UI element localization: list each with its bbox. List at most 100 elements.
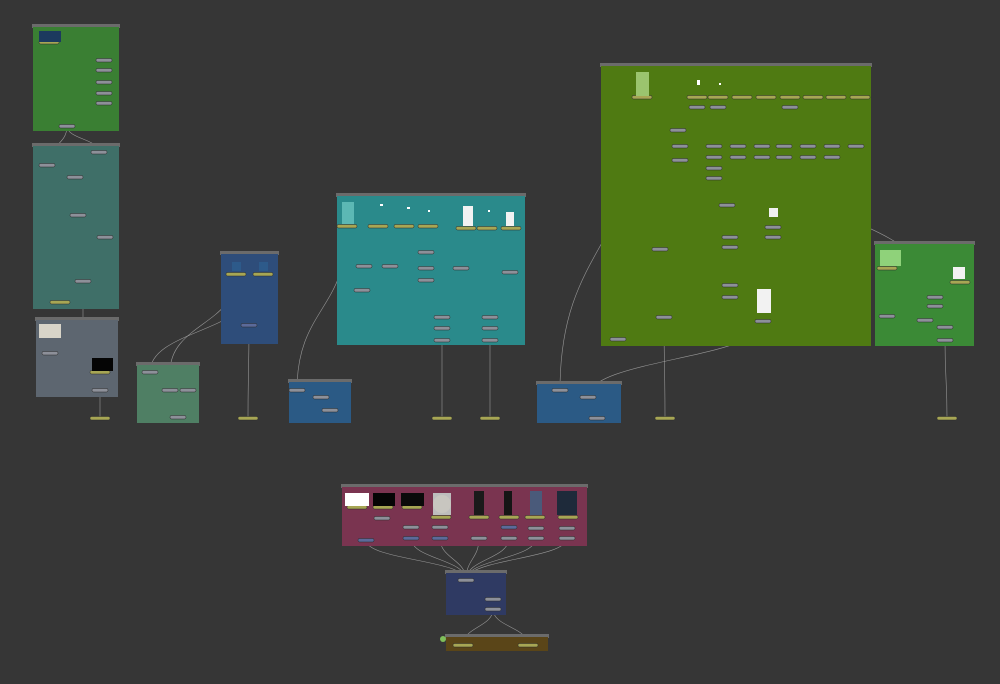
node[interactable] — [38, 163, 56, 168]
group-title-bar[interactable] — [288, 379, 352, 383]
group-title-bar[interactable] — [445, 634, 549, 638]
node[interactable] — [651, 247, 669, 252]
group-title-bar[interactable] — [220, 251, 279, 255]
backdrop-group[interactable] — [32, 24, 120, 131]
node[interactable] — [457, 578, 475, 583]
node[interactable] — [90, 150, 108, 155]
node[interactable] — [729, 144, 747, 149]
read-node[interactable] — [372, 505, 394, 510]
node[interactable] — [823, 144, 841, 149]
node[interactable] — [705, 144, 723, 149]
group-title-bar[interactable] — [445, 570, 507, 574]
group-title-bar[interactable] — [336, 193, 526, 197]
node[interactable] — [58, 124, 76, 129]
backdrop-group[interactable] — [288, 379, 352, 423]
read-node[interactable] — [89, 416, 111, 421]
read-node[interactable] — [707, 95, 729, 100]
node[interactable] — [41, 351, 59, 356]
node[interactable] — [179, 388, 197, 393]
node[interactable] — [95, 68, 113, 73]
node[interactable] — [558, 536, 576, 541]
read-node[interactable] — [252, 272, 274, 277]
read-node[interactable] — [393, 224, 415, 229]
node[interactable] — [799, 155, 817, 160]
node[interactable] — [705, 176, 723, 181]
node[interactable] — [775, 144, 793, 149]
backdrop-group[interactable] — [136, 362, 200, 423]
read-node[interactable] — [49, 300, 71, 305]
read-node[interactable] — [936, 416, 958, 421]
backdrop-group[interactable] — [445, 634, 549, 651]
node[interactable] — [775, 155, 793, 160]
group-title-bar[interactable] — [341, 484, 588, 488]
read-node[interactable] — [367, 224, 389, 229]
group-title-bar[interactable] — [874, 241, 975, 245]
node[interactable] — [402, 536, 420, 541]
read-node[interactable] — [89, 370, 111, 375]
read-node[interactable] — [476, 226, 498, 231]
node[interactable] — [312, 395, 330, 400]
node[interactable] — [823, 155, 841, 160]
read-node[interactable] — [654, 416, 676, 421]
node[interactable] — [141, 370, 159, 375]
node[interactable] — [95, 101, 113, 106]
node[interactable] — [799, 144, 817, 149]
node[interactable] — [433, 315, 451, 320]
read-node[interactable] — [779, 95, 801, 100]
node[interactable] — [671, 144, 689, 149]
node[interactable] — [240, 323, 258, 328]
read-node[interactable] — [452, 643, 474, 648]
node[interactable] — [926, 304, 944, 309]
node[interactable] — [69, 213, 87, 218]
node[interactable] — [781, 105, 799, 110]
node[interactable] — [527, 536, 545, 541]
read-node[interactable] — [346, 505, 368, 510]
node[interactable] — [481, 315, 499, 320]
group-title-bar[interactable] — [32, 24, 120, 28]
node[interactable] — [551, 388, 569, 393]
node[interactable] — [936, 325, 954, 330]
read-node[interactable] — [755, 95, 777, 100]
node[interactable] — [705, 155, 723, 160]
node[interactable] — [321, 408, 339, 413]
node[interactable] — [95, 91, 113, 96]
node[interactable] — [721, 245, 739, 250]
backdrop-group[interactable] — [536, 381, 622, 423]
node[interactable] — [558, 526, 576, 531]
node[interactable] — [926, 295, 944, 300]
node[interactable] — [688, 105, 706, 110]
node[interactable] — [878, 314, 896, 319]
group-title-bar[interactable] — [136, 362, 200, 366]
node[interactable] — [433, 338, 451, 343]
node[interactable] — [161, 388, 179, 393]
read-node[interactable] — [949, 280, 971, 285]
node[interactable] — [96, 235, 114, 240]
node[interactable] — [669, 128, 687, 133]
node[interactable] — [501, 270, 519, 275]
node[interactable] — [764, 235, 782, 240]
read-node[interactable] — [431, 416, 453, 421]
backdrop-group[interactable] — [32, 143, 120, 309]
node[interactable] — [481, 338, 499, 343]
node[interactable] — [753, 155, 771, 160]
backdrop-group[interactable] — [600, 63, 872, 346]
node[interactable] — [847, 144, 865, 149]
node[interactable] — [417, 266, 435, 271]
node[interactable] — [481, 326, 499, 331]
node[interactable] — [452, 266, 470, 271]
group-title-bar[interactable] — [600, 63, 872, 67]
read-node[interactable] — [498, 515, 520, 520]
node[interactable] — [433, 326, 451, 331]
read-node[interactable] — [468, 515, 490, 520]
node[interactable] — [655, 315, 673, 320]
read-node[interactable] — [876, 266, 898, 271]
read-node[interactable] — [417, 224, 439, 229]
backdrop-group[interactable] — [220, 251, 279, 344]
node[interactable] — [500, 525, 518, 530]
read-node[interactable] — [557, 515, 579, 520]
read-node[interactable] — [631, 95, 653, 100]
node[interactable] — [288, 388, 306, 393]
node[interactable] — [718, 203, 736, 208]
node[interactable] — [916, 318, 934, 323]
